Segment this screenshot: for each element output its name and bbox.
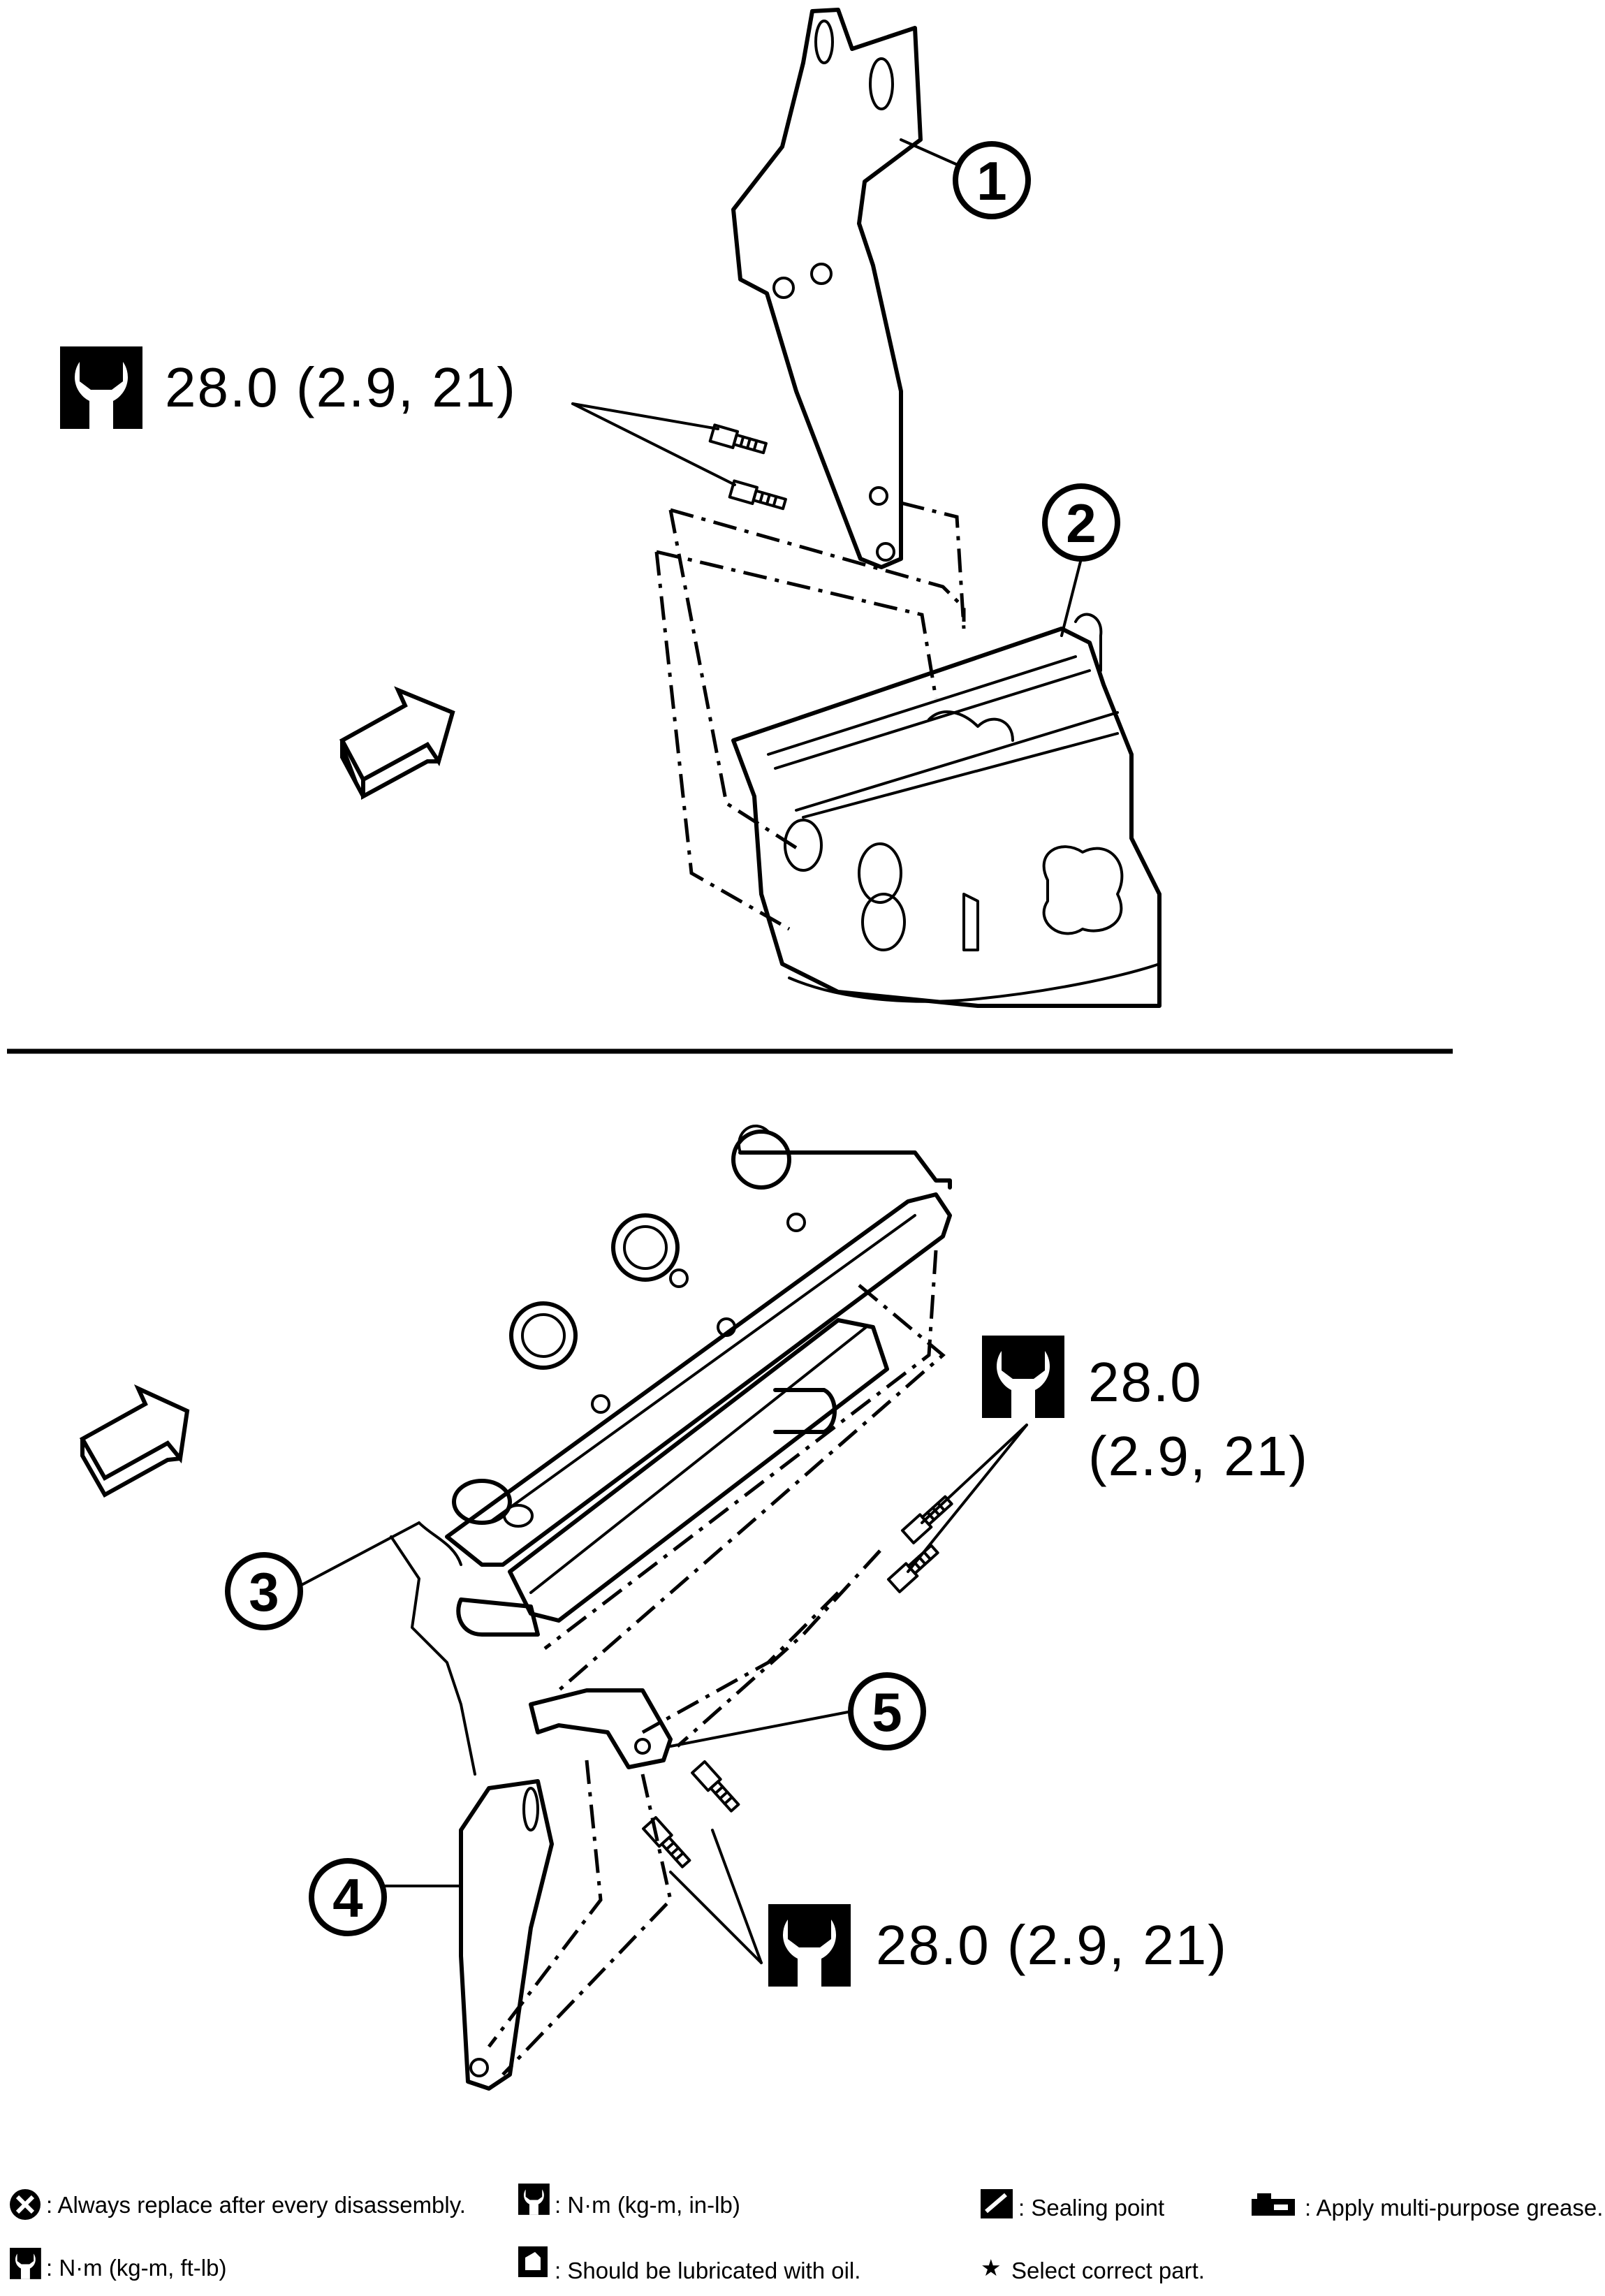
top-assembly xyxy=(339,8,1161,1008)
wrench-nut-icon xyxy=(10,2248,41,2279)
wrench-nut-icon xyxy=(518,2184,550,2215)
svg-text:1: 1 xyxy=(976,150,1006,212)
bracket-1 xyxy=(731,8,923,569)
oil-can-icon xyxy=(518,2246,548,2277)
grease-gun-icon xyxy=(1252,2193,1295,2216)
legend-apply-grease: : Apply multi-purpose grease. xyxy=(1305,2195,1603,2221)
front-direction-arrow-icon xyxy=(339,686,455,800)
bracket-5 xyxy=(529,1688,673,1769)
star-icon: ★ xyxy=(981,2255,1002,2281)
callout-1: 1 xyxy=(953,141,1031,219)
torque-spec-bottom: 28.0 (2.9, 21) xyxy=(876,1914,1228,1976)
bottom-assembly xyxy=(79,1124,1028,2091)
torque-spec-right-value: 28.0 xyxy=(1088,1351,1203,1413)
legend: : Always replace after every disassembly… xyxy=(10,2184,1603,2283)
svg-text:3: 3 xyxy=(249,1561,279,1623)
callout-4: 4 xyxy=(309,1858,387,1936)
torque-spec-right-units: (2.9, 21) xyxy=(1088,1425,1309,1487)
legend-select-part: Select correct part. xyxy=(1011,2258,1205,2283)
legend-nm-kgm-ftlb: : N·m (kg-m, ft-lb) xyxy=(46,2255,226,2281)
sealant-tube-icon xyxy=(981,2189,1013,2218)
legend-nm-kgm-inlb: : N·m (kg-m, in-lb) xyxy=(555,2192,740,2218)
wrench-nut-icon xyxy=(60,346,142,429)
callout-2: 2 xyxy=(1042,483,1120,562)
callout-3: 3 xyxy=(225,1552,303,1630)
callout-5: 5 xyxy=(848,1672,926,1750)
front-direction-arrow-icon xyxy=(79,1384,190,1498)
svg-text:2: 2 xyxy=(1066,492,1096,554)
legend-always-replace: : Always replace after every disassembly… xyxy=(46,2192,466,2218)
legend-sealing-point: : Sealing point xyxy=(1018,2195,1164,2221)
svg-text:5: 5 xyxy=(872,1681,902,1743)
bracket-4 xyxy=(459,1779,554,2091)
torque-spec-top: 28.0 (2.9, 21) xyxy=(165,356,517,418)
svg-text:4: 4 xyxy=(332,1867,362,1929)
x-circle-icon xyxy=(10,2189,41,2220)
legend-lubricate-oil: : Should be lubricated with oil. xyxy=(555,2258,860,2283)
wrench-nut-icon xyxy=(768,1904,851,1987)
wrench-nut-icon xyxy=(982,1336,1064,1418)
